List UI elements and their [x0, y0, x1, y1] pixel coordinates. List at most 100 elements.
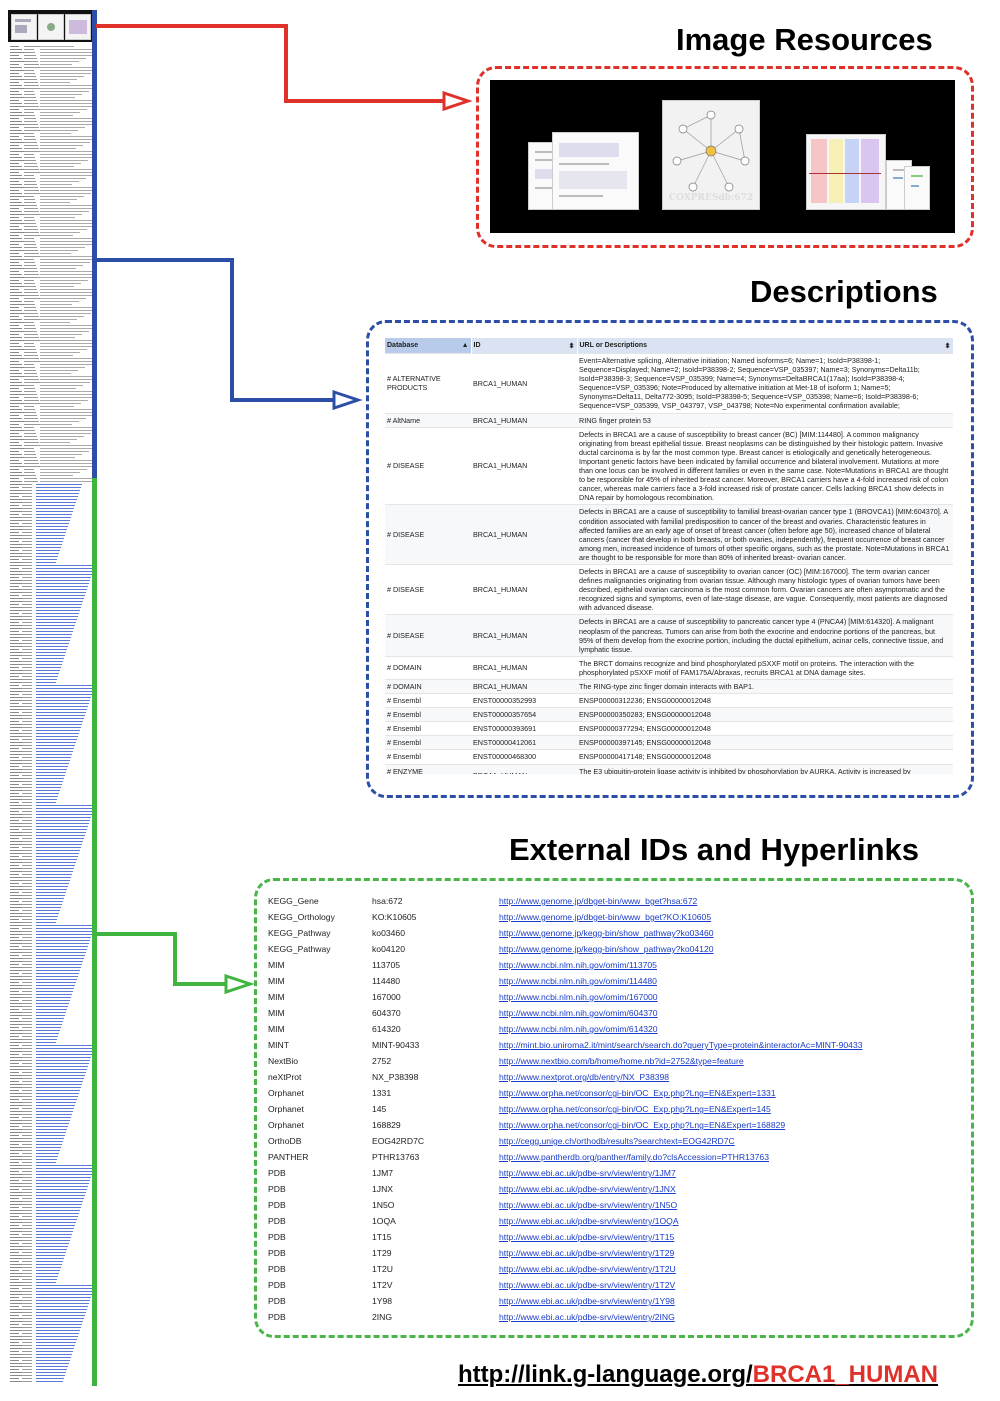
external-id: 1T2V: [372, 1280, 393, 1290]
external-id: 2ING: [372, 1312, 393, 1322]
cell-database: # DISEASE: [385, 504, 471, 565]
external-db-name: MIM: [268, 1024, 285, 1034]
thumbnail-image: [38, 14, 64, 40]
external-id: 167000: [372, 992, 401, 1002]
column-header-label: Database: [387, 342, 419, 349]
external-id: NX_P38398: [372, 1072, 419, 1082]
red-arrowhead: [442, 90, 473, 112]
sort-asc-icon: ▲: [461, 342, 469, 349]
cell-description: The BRCT domains recognize and bind phos…: [577, 655, 953, 680]
cell-description: Event=Alternative splicing, Alternative …: [577, 353, 953, 414]
external-link[interactable]: http://cegg.unige.ch/orthodb/results?sea…: [499, 1136, 735, 1146]
external-db-name: PDB: [268, 1296, 286, 1306]
external-link[interactable]: http://www.ebi.ac.uk/pdbe-srv/view/entry…: [499, 1280, 676, 1290]
external-link[interactable]: http://www.orpha.net/consor/cgi-bin/OC_E…: [499, 1088, 776, 1098]
url-entry-id: BRCA1_HUMAN: [752, 1361, 938, 1388]
external-link[interactable]: http://www.genome.jp/kegg-bin/show_pathw…: [499, 944, 714, 954]
external-link[interactable]: http://www.pantherdb.org/panther/family.…: [499, 1152, 769, 1162]
cell-database: # DISEASE: [385, 426, 471, 505]
external-link[interactable]: http://www.ebi.ac.uk/pdbe-srv/view/entry…: [499, 1296, 675, 1306]
external-db-name: MIM: [268, 1008, 285, 1018]
cell-description: Defects in BRCA1 are a cause of suscepti…: [577, 426, 953, 505]
cell-id: ENST00000357654: [471, 707, 577, 722]
cell-database: # Ensembl: [385, 707, 471, 722]
external-ids-panel: [254, 878, 974, 1338]
url-prefix: http://link.g-language.org/: [458, 1361, 753, 1388]
external-id: 604370: [372, 1008, 401, 1018]
cell-id: BRCA1_HUMAN: [471, 426, 577, 505]
external-link[interactable]: http://www.ebi.ac.uk/pdbe-srv/view/entry…: [499, 1216, 679, 1226]
external-id: PTHR13763: [372, 1152, 420, 1162]
external-db-name: MINT: [268, 1040, 290, 1050]
external-link[interactable]: http://www.ebi.ac.uk/pdbe-srv/view/entry…: [499, 1168, 676, 1178]
descriptions-scroll-area[interactable]: Database▲ ID⬍ URL or Descriptions⬍ # ALT…: [385, 338, 955, 774]
descriptions-heading: Descriptions: [750, 274, 938, 309]
external-link[interactable]: http://www.ebi.ac.uk/pdbe-srv/view/entry…: [499, 1184, 676, 1194]
external-link[interactable]: http://mint.bio.uniroma2.it/mint/search/…: [499, 1040, 863, 1050]
column-header-database[interactable]: Database ▲: [385, 338, 472, 354]
external-link[interactable]: http://www.genome.jp/dbget-bin/www_bget?…: [499, 912, 712, 922]
external-link[interactable]: http://www.genome.jp/dbget-bin/www_bget?…: [499, 896, 698, 906]
external-link[interactable]: http://www.ncbi.nlm.nih.gov/omim/167000: [499, 992, 658, 1002]
cell-description: Defects in BRCA1 are a cause of suscepti…: [577, 614, 953, 657]
cell-database: # AltName: [385, 412, 471, 428]
external-link[interactable]: http://www.nextprot.org/db/entry/NX_P383…: [499, 1072, 670, 1082]
gallery-thumb-network[interactable]: COXPRESdb:672: [662, 100, 760, 210]
external-id: 1JM7: [372, 1168, 394, 1178]
external-db-name: PDB: [268, 1280, 286, 1290]
thumbnail-image: [65, 14, 91, 40]
external-link[interactable]: http://www.ebi.ac.uk/pdbe-srv/view/entry…: [499, 1312, 675, 1322]
blue-connector: [96, 258, 338, 402]
external-db-name: OrthoDB: [268, 1136, 302, 1146]
gallery-thumb[interactable]: [904, 166, 930, 210]
green-connector: [96, 932, 228, 986]
gallery-thumb[interactable]: [552, 132, 639, 210]
external-db-name: PDB: [268, 1232, 286, 1242]
external-link[interactable]: http://www.nextbio.com/b/home/home.nb?id…: [499, 1056, 744, 1066]
column-header-id[interactable]: ID⬍: [471, 338, 578, 354]
gallery-thumb-chart[interactable]: [806, 134, 886, 210]
image-gallery[interactable]: COXPRESdb:672: [490, 80, 955, 233]
entry-url-link[interactable]: http://link.g-language.org/BRCA1_HUMAN: [458, 1361, 938, 1389]
external-db-name: PDB: [268, 1216, 286, 1226]
external-link[interactable]: http://www.ncbi.nlm.nih.gov/omim/114480: [499, 976, 657, 986]
network-graph-icon: [672, 110, 750, 192]
external-link[interactable]: http://www.orpha.net/consor/cgi-bin/OC_E…: [499, 1104, 771, 1114]
column-header-url[interactable]: URL or Descriptions⬍: [577, 338, 954, 354]
external-link[interactable]: http://www.orpha.net/consor/cgi-bin/OC_E…: [499, 1120, 786, 1130]
external-link[interactable]: http://www.ncbi.nlm.nih.gov/omim/113705: [499, 960, 657, 970]
cell-database: # Ensembl: [385, 749, 471, 765]
external-link[interactable]: http://www.genome.jp/kegg-bin/show_pathw…: [499, 928, 714, 938]
external-link[interactable]: http://www.ncbi.nlm.nih.gov/omim/604370: [499, 1008, 658, 1018]
external-db-name: KEGG_Pathway: [268, 944, 331, 954]
external-id-row: MIM 604370 http://www.ncbi.nlm.nih.gov/omi…: [268, 1005, 958, 1021]
external-id: MINT-90433: [372, 1040, 420, 1050]
external-link[interactable]: http://www.ncbi.nlm.nih.gov/omim/614320: [499, 1024, 658, 1034]
external-id: hsa:672: [372, 896, 403, 906]
image-resources-panel: [476, 66, 974, 248]
gallery-caption: COXPRESdb:672: [668, 193, 754, 203]
external-link[interactable]: http://www.ebi.ac.uk/pdbe-srv/view/entry…: [499, 1200, 678, 1210]
external-id: 614320: [372, 1024, 401, 1034]
cell-database: # DISEASE: [385, 614, 471, 657]
cell-description: RING finger protein 53: [577, 412, 953, 428]
external-link[interactable]: http://www.ebi.ac.uk/pdbe-srv/view/entry…: [499, 1248, 675, 1258]
external-link[interactable]: http://www.ebi.ac.uk/pdbe-srv/view/entry…: [499, 1232, 675, 1242]
cell-description: ENSP00000350283; ENSG00000012048: [577, 707, 953, 722]
cell-description: ENSP00000417148; ENSG00000012048: [577, 749, 953, 765]
external-db-name: MIM: [268, 960, 285, 970]
external-id: 145: [372, 1104, 387, 1114]
external-db-name: Orphanet: [268, 1104, 304, 1114]
cell-id: ENST00000352993: [471, 693, 577, 708]
external-link[interactable]: http://www.ebi.ac.uk/pdbe-srv/view/entry…: [499, 1264, 676, 1274]
blue-arrowhead: [332, 389, 363, 411]
